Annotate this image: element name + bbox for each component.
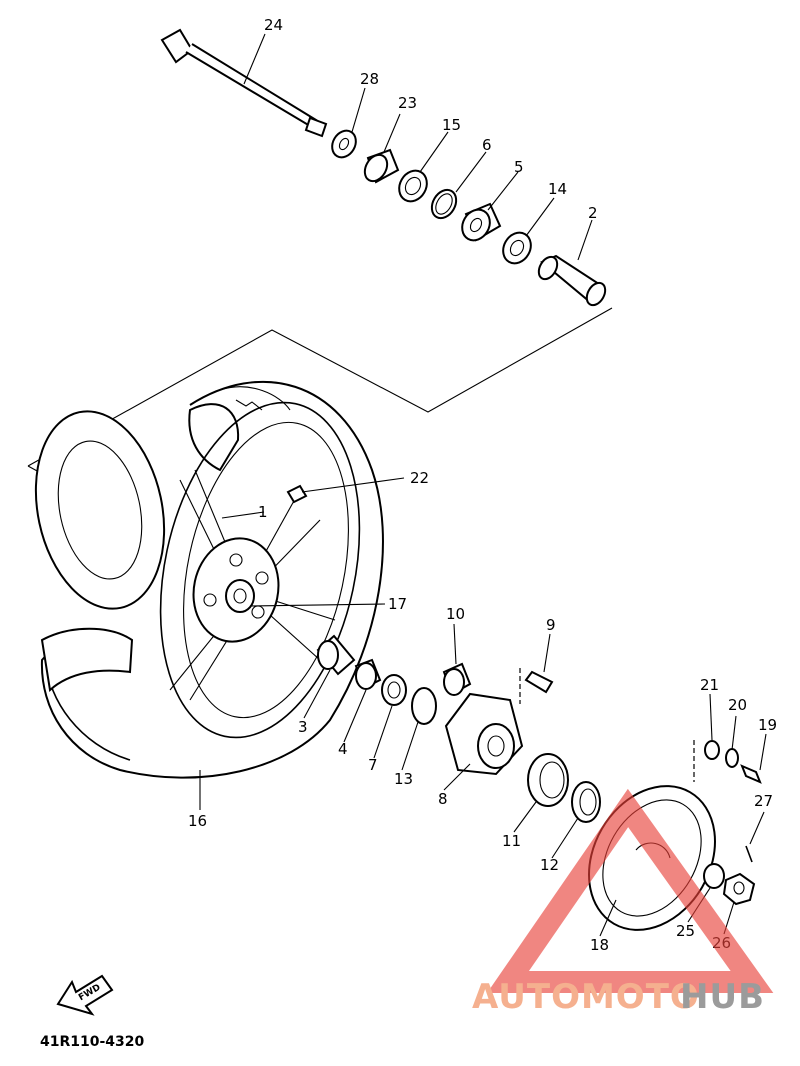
callout-25: 25 — [676, 922, 695, 940]
callout-20: 20 — [728, 696, 747, 714]
callout-7: 7 — [368, 756, 378, 774]
callout-23: 23 — [398, 94, 417, 112]
axle-shaft — [160, 28, 328, 138]
callout-8: 8 — [438, 790, 448, 808]
logo-text-secondary: HUB — [680, 977, 765, 1017]
callout-6: 6 — [482, 136, 492, 154]
callout-15: 15 — [442, 116, 461, 134]
callout-12: 12 — [540, 856, 559, 874]
callout-27: 27 — [754, 792, 773, 810]
callout-16: 16 — [188, 812, 207, 830]
callout-18: 18 — [590, 936, 609, 954]
callout-13: 13 — [394, 770, 413, 788]
drive-hub — [442, 662, 554, 776]
callout-22: 22 — [410, 469, 429, 487]
callout-21: 21 — [700, 676, 719, 694]
hub-seals — [527, 753, 601, 823]
callout-4: 4 — [338, 740, 348, 758]
leader-lines — [199, 33, 767, 937]
callout-1: 1 — [258, 503, 268, 521]
callout-19: 19 — [758, 716, 777, 734]
callout-3: 3 — [298, 718, 308, 736]
callout-10: 10 — [446, 605, 465, 623]
logo-text-primary: AUTOMOTO — [472, 977, 700, 1017]
callout-labels: 24 28 23 15 6 5 14 2 22 1 17 10 9 21 20 … — [188, 16, 777, 954]
callout-5: 5 — [514, 158, 524, 176]
automotohub-logo: AUTOMOTO HUB — [472, 788, 774, 1017]
upper-bearing-stack — [331, 129, 607, 307]
diagram-part-code: 41R110-4320 — [40, 1034, 145, 1050]
wheel-assembly — [34, 380, 384, 779]
callout-17: 17 — [388, 595, 407, 613]
callout-28: 28 — [360, 70, 379, 88]
callout-24: 24 — [264, 16, 283, 34]
callout-14: 14 — [548, 180, 567, 198]
callout-2: 2 — [588, 204, 598, 222]
right-hub-stack — [316, 634, 437, 725]
callout-11: 11 — [502, 832, 521, 850]
forward-direction-arrow: FWD — [56, 974, 114, 1016]
callout-9: 9 — [546, 616, 556, 634]
